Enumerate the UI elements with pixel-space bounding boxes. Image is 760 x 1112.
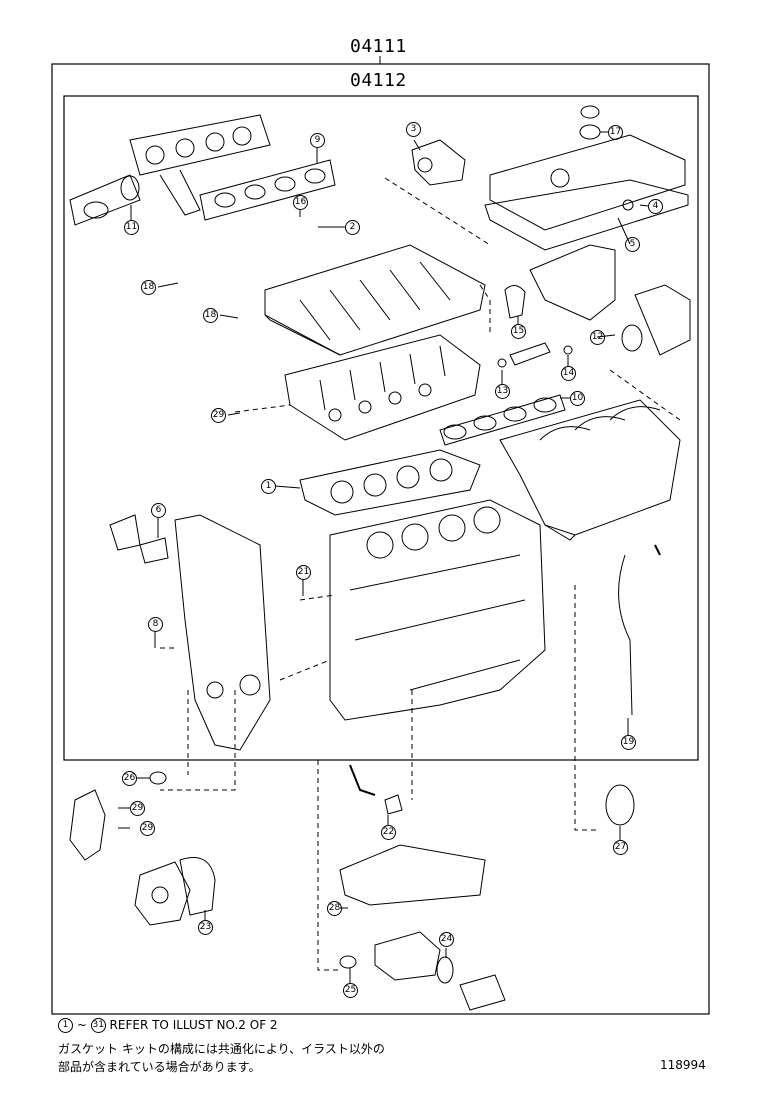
water-inlet-gasket <box>504 285 526 319</box>
plug-tube-gasket <box>622 199 634 211</box>
water-outlet-lower <box>374 931 441 981</box>
pcv-gasket <box>139 537 169 564</box>
intake-manifold-gasket <box>439 394 566 446</box>
callout-6: 6 <box>151 503 166 518</box>
callout-22: 22 <box>381 825 396 840</box>
callout-26: 26 <box>122 771 137 786</box>
callout-1: 1 <box>261 479 276 494</box>
timing-chain-cover <box>174 514 271 751</box>
callout-25: 25 <box>343 983 358 998</box>
oil-level-gauge-guide <box>618 554 633 716</box>
illustration-id: 118994 <box>660 1058 706 1072</box>
callout-11: 11 <box>124 220 139 235</box>
callout-4: 4 <box>648 199 663 214</box>
callout-8: 8 <box>148 617 163 632</box>
range-end-circle: 31 <box>90 1018 106 1033</box>
oil-level-gauge-tip <box>654 544 661 556</box>
jp-note-line2: 部品が含まれている場合があります。 <box>58 1060 261 1074</box>
callout-29b: 29 <box>140 821 155 836</box>
cylinder-block <box>329 499 546 721</box>
fuel-injector <box>509 342 551 366</box>
callout-24: 24 <box>439 932 454 947</box>
oil-strainer-gasket <box>384 794 403 815</box>
cylinder-head-gasket <box>299 449 481 516</box>
intake-manifold <box>499 399 681 541</box>
vvt-cover <box>634 284 691 356</box>
refer-note: 1 ~ 31 REFER TO ILLUST NO.2 OF 2 <box>58 1018 278 1033</box>
callout-21: 21 <box>296 565 311 580</box>
exhaust-manifold <box>69 114 271 226</box>
oil-filler-cap-gasket <box>579 124 601 140</box>
callout-15: 15 <box>511 324 526 339</box>
injector-o-ring <box>497 358 507 368</box>
exhaust-seal-ring <box>120 175 140 201</box>
head-cover-gasket <box>484 179 689 251</box>
callout-29c: 29 <box>211 408 226 423</box>
callout-18b: 18 <box>203 308 218 323</box>
crankshaft-front-seal <box>149 771 167 785</box>
water-inlet-housing <box>69 789 106 861</box>
callout-28: 28 <box>327 901 342 916</box>
water-pump <box>134 861 191 926</box>
jp-note-line1: ガスケット キットの構成には共通化により、イラスト以外の <box>58 1042 385 1056</box>
oil-drain-plug-gasket <box>339 955 357 969</box>
callout-10: 10 <box>570 391 585 406</box>
thermostat <box>459 974 506 1011</box>
callout-12: 12 <box>590 330 605 345</box>
injector-seal <box>563 345 573 355</box>
inner-frame <box>63 95 699 761</box>
callout-9: 9 <box>310 133 325 148</box>
outer-frame <box>51 63 710 1015</box>
callout-5: 5 <box>625 237 640 252</box>
cylinder-head-cover <box>489 134 686 231</box>
subassembly-part-number: 04112 <box>350 70 407 91</box>
callout-18a: 18 <box>141 280 156 295</box>
oil-pan <box>339 844 486 906</box>
callout-14: 14 <box>561 366 576 381</box>
exhaust-manifold-gasket <box>199 159 336 221</box>
callout-17: 17 <box>608 125 623 140</box>
vvt-oil-seal <box>621 324 643 352</box>
callout-leaders <box>118 131 649 983</box>
callout-2: 2 <box>345 220 360 235</box>
refer-text: REFER TO ILLUST NO.2 OF 2 <box>109 1018 278 1032</box>
dashed-leader-lines <box>160 177 681 971</box>
callout-13: 13 <box>495 384 510 399</box>
callout-19: 19 <box>621 735 636 750</box>
camshaft-housing <box>264 244 486 356</box>
oil-pressure-switch-housing <box>109 514 141 551</box>
callout-23: 23 <box>198 920 213 935</box>
water-pump-gasket <box>179 857 216 916</box>
thermostat-gasket <box>436 956 454 984</box>
callout-3: 3 <box>406 122 421 137</box>
oil-strainer <box>349 764 376 796</box>
range-start-circle: 1 <box>58 1018 73 1033</box>
water-outlet <box>411 139 466 186</box>
crankshaft-rear-oil-seal <box>605 784 635 826</box>
callout-16: 16 <box>293 195 308 210</box>
assembly-part-number: 04111 <box>350 36 407 57</box>
cylinder-head <box>284 334 481 441</box>
oil-filler-cap <box>580 105 600 119</box>
callout-27: 27 <box>613 840 628 855</box>
callout-29a: 29 <box>130 801 145 816</box>
vvt-housing <box>529 244 616 321</box>
